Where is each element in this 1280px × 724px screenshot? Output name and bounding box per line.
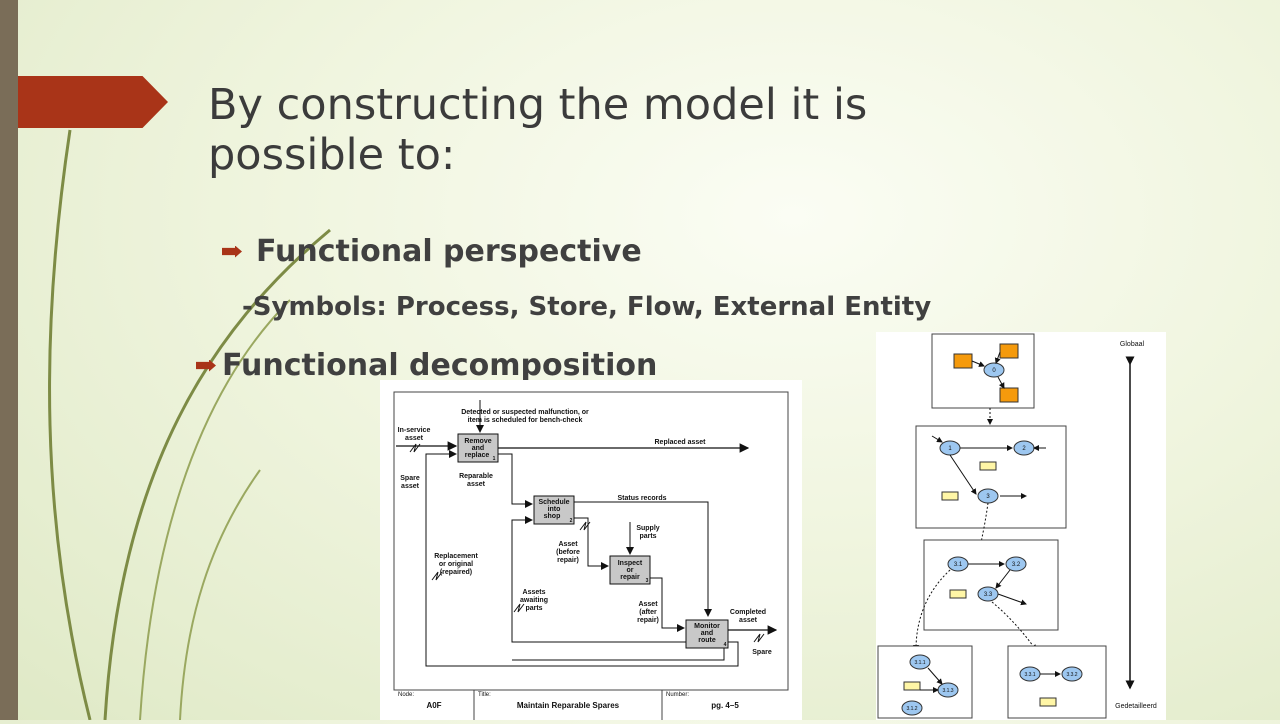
box2-line3: shop	[544, 513, 561, 520]
label-before-3: repair)	[557, 557, 579, 564]
label-node-3-3: 3.3	[984, 592, 993, 598]
arrow-bullet-icon	[196, 359, 216, 372]
process-node-3-3-2	[1061, 666, 1083, 682]
box3-line1: Inspect	[618, 560, 643, 567]
process-node-3-1-2	[901, 700, 923, 716]
footer-title-label: Title:	[478, 692, 491, 698]
box4-line3: route	[698, 637, 716, 644]
label-node-3-2: 3.2	[1012, 562, 1021, 568]
box1-num: 1	[493, 456, 496, 462]
label-supply-2: parts	[639, 533, 656, 540]
bullet-text: Functional perspective	[256, 234, 642, 269]
note-malfunction-2: item is scheduled for bench-check	[468, 417, 583, 424]
entity-box	[999, 387, 1019, 403]
footer-title-value: Maintain Reparable Spares	[517, 701, 620, 710]
label-node-3-1: 3.1	[954, 562, 963, 568]
label-awaiting-1: Assets	[523, 589, 546, 596]
label-reparable-1: Reparable	[459, 473, 493, 480]
label-after-1: Asset	[638, 601, 658, 608]
label-node-3-1-2: 3.1.2	[906, 706, 917, 712]
label-node-3-3-1: 3.3.1	[1024, 672, 1035, 678]
box1-line1: Remove	[464, 438, 491, 445]
label-spare-asset-2: asset	[401, 483, 420, 490]
left-bar	[0, 0, 18, 720]
slide-title: By constructing the model it is possible…	[208, 80, 868, 180]
label-before-1: Asset	[558, 541, 578, 548]
footer-number-label: Number:	[666, 692, 689, 698]
label-gedetailleerd: Gedetailleerd	[1115, 703, 1157, 710]
label-node-3: 3	[986, 494, 990, 500]
label-supply-1: Supply	[636, 525, 659, 532]
box-remove-replace	[457, 433, 499, 463]
label-in-service-1: In-service	[398, 427, 431, 434]
box2-line1: Schedule	[538, 499, 569, 506]
idef0-diagram: Detected or suspected malfunction, or it…	[380, 380, 802, 720]
data-store	[941, 491, 959, 501]
label-node-3-1-3: 3.1.3	[942, 688, 953, 694]
box1-line2: and	[472, 445, 484, 452]
label-node-0: 0	[992, 368, 996, 374]
label-node-3-1-1: 3.1.1	[914, 660, 925, 666]
label-after-2: (after	[639, 609, 657, 616]
label-completed-1: Completed	[730, 609, 766, 616]
footer-number-value: pg. 4–5	[711, 701, 739, 710]
label-replacement-2: or original	[439, 561, 473, 568]
footer-node-label: Node:	[398, 692, 414, 698]
data-store	[979, 461, 997, 471]
box4-num: 4	[724, 642, 727, 648]
bullet-subtext: -Symbols: Process, Store, Flow, External…	[242, 292, 932, 322]
decorative-swirl	[48, 129, 331, 720]
box-schedule-shop	[533, 495, 575, 525]
process-node-0	[983, 362, 1005, 378]
box3-line2: or	[627, 567, 634, 574]
data-store	[903, 681, 921, 691]
box2-line2: into	[548, 506, 561, 513]
label-globaal: Globaal	[1120, 341, 1145, 348]
dfd-decomposition-diagram: 0 1 2 3 3.1 3.2	[876, 332, 1166, 720]
label-in-service-2: asset	[405, 435, 424, 442]
box4-line2: and	[701, 630, 713, 637]
idef0-diagram-svg: Detected or suspected malfunction, or it…	[393, 391, 789, 720]
label-awaiting-3: parts	[525, 605, 542, 612]
footer-node-value: A0F	[426, 701, 441, 710]
label-awaiting-2: awaiting	[520, 597, 548, 604]
label-replaced-asset: Replaced asset	[655, 439, 707, 446]
box1-line3: replace	[465, 452, 490, 459]
label-spare-asset-1: Spare	[400, 475, 420, 482]
box2-num: 2	[570, 518, 573, 524]
entity-box	[999, 343, 1019, 359]
box3-num: 3	[646, 578, 649, 584]
entity-box	[953, 353, 973, 369]
label-replacement-3: (repaired)	[440, 569, 472, 576]
bullet-functional-decomposition: Functional decomposition	[196, 348, 657, 383]
arrow-bullet-icon	[222, 245, 242, 258]
box-monitor-route	[685, 619, 729, 649]
label-reparable-2: asset	[467, 481, 486, 488]
process-node-3-1-1	[909, 654, 931, 670]
bullet-functional-perspective: Functional perspective	[222, 234, 642, 269]
data-store	[949, 589, 967, 599]
process-node-3-2	[1005, 556, 1027, 572]
label-node-2: 2	[1022, 446, 1026, 452]
label-completed-2: asset	[739, 617, 758, 624]
label-status-records: Status records	[617, 495, 666, 502]
label-after-3: repair)	[637, 617, 659, 624]
dfd-diagram-svg: 0 1 2 3 3.1 3.2	[877, 333, 1157, 719]
box4-line1: Monitor	[694, 623, 720, 630]
label-node-1: 1	[948, 446, 952, 452]
bullet-text: Functional decomposition	[222, 348, 658, 383]
box3-line3: repair	[620, 574, 640, 581]
box-inspect-repair	[609, 555, 651, 585]
label-spare-out: Spare	[752, 649, 772, 656]
label-replacement-1: Replacement	[434, 553, 478, 560]
label-node-3-3-2: 3.3.2	[1066, 672, 1077, 678]
label-before-2: (before	[556, 549, 580, 556]
title-accent-shape	[18, 76, 168, 128]
data-store	[1039, 697, 1057, 707]
note-malfunction-1: Detected or suspected malfunction, or	[461, 409, 589, 416]
